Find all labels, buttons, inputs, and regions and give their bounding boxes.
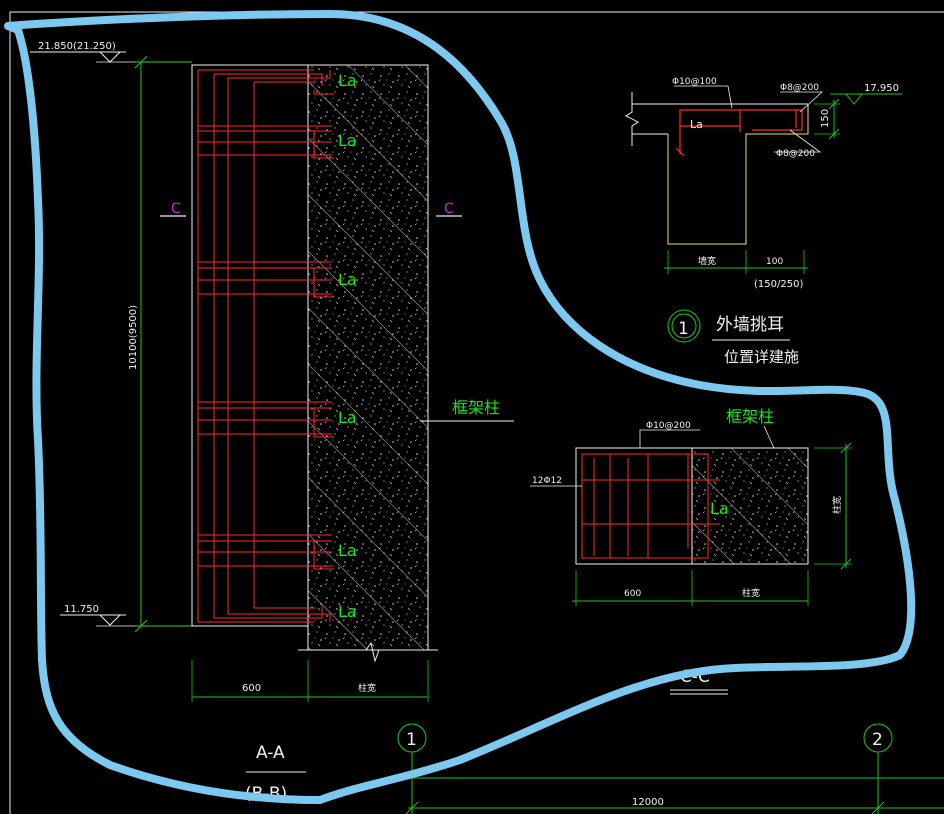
rebar-group xyxy=(197,69,331,623)
axis-2-label: 2 xyxy=(872,730,883,750)
cc-rebar xyxy=(581,453,720,559)
section-title: A-A xyxy=(256,743,285,763)
section-aa: 21.850(21.250) 11.750 10100(9500) C C xyxy=(30,41,514,804)
callout-title: 外墙挑耳 xyxy=(716,315,784,335)
anchor-labels: La La La La La La xyxy=(338,71,357,621)
bottom-elevation-label: 11.750 xyxy=(64,604,99,615)
width-dimension-right: 柱宽 xyxy=(358,682,376,694)
cc-width-dimension: 600 柱宽 xyxy=(572,570,809,606)
rebar-right-bottom-label: Φ8@200 xyxy=(776,149,815,159)
detail-callout: 1 外墙挑耳 位置详建施 xyxy=(667,309,799,366)
drawing-frame xyxy=(9,11,944,814)
cut-mark-left-label: C xyxy=(171,201,181,217)
cc-rebar-top-label: Φ10@200 xyxy=(646,421,691,431)
anchor-label: La xyxy=(338,270,357,289)
span-dimension-label: 12000 xyxy=(632,797,664,808)
cc-height-dimension: 柱宽 xyxy=(814,442,852,570)
cc-column-label: 框架柱 xyxy=(726,407,774,426)
cc-width-right: 柱宽 xyxy=(742,587,760,599)
cut-mark-left: C xyxy=(160,201,186,217)
cut-mark-right-label: C xyxy=(444,201,454,217)
height-dimension: 10100(9500) xyxy=(128,55,192,633)
horizontal-bars xyxy=(198,90,334,570)
elevation-marker-bottom: 11.750 xyxy=(60,604,192,627)
detail-height-label: 150 xyxy=(820,109,831,128)
callout-number: 1 xyxy=(678,319,689,339)
rebar-top-label: Φ10@100 xyxy=(672,77,717,87)
column-leader: 框架柱 xyxy=(420,398,514,422)
detail-elevation-label: 17.950 xyxy=(864,83,899,94)
detail-elevation-marker: 17.950 xyxy=(830,83,902,105)
anchor-label: La xyxy=(338,602,357,621)
axis-1-label: 1 xyxy=(406,730,417,750)
cc-anchor-label: La xyxy=(710,499,729,518)
ledge-anchor-label: La xyxy=(690,118,703,131)
cc-height-label: 柱宽 xyxy=(831,496,843,514)
anchor-label: La xyxy=(338,541,357,560)
detail-width-left: 墙宽 xyxy=(698,255,716,267)
detail-1: La Φ10@100 Φ8@200 Φ8@200 17.950 150 xyxy=(625,77,902,366)
cc-rebar-left-label: 12Φ12 xyxy=(532,476,562,486)
detail-height-dimension: 150 xyxy=(814,98,840,140)
cc-column-hatched xyxy=(691,447,809,565)
width-dimension-left: 600 xyxy=(242,683,261,694)
cut-mark-right: C xyxy=(436,201,462,217)
height-dimension-label: 10100(9500) xyxy=(128,305,139,370)
rebar-right-top-label: Φ8@200 xyxy=(780,83,819,93)
top-elevation-label: 21.850(21.250) xyxy=(38,41,116,52)
highlight-outline xyxy=(4,10,916,804)
detail-width-right: 100 xyxy=(766,257,783,267)
detail-width-note: (150/250) xyxy=(754,279,803,290)
anchor-label: La xyxy=(338,131,357,150)
anchor-label: La xyxy=(338,71,357,90)
ledge-outline xyxy=(667,104,809,245)
detail-1-leaders xyxy=(674,85,824,153)
section-cc: 框架柱 La Φ10@200 12Φ12 xyxy=(530,407,852,695)
detail-width-dimension: 墙宽 100 (150/250) xyxy=(664,250,808,290)
wall-outline xyxy=(191,64,309,627)
callout-subtitle: 位置详建施 xyxy=(724,348,799,366)
column-label: 框架柱 xyxy=(452,398,500,417)
anchor-label: La xyxy=(338,408,357,427)
width-dimension: 600 柱宽 xyxy=(191,660,429,702)
elevation-marker-top: 21.850(21.250) xyxy=(30,41,192,63)
grid-axes: 1 2 12000 xyxy=(397,723,944,814)
column-section xyxy=(298,64,438,663)
cc-width-left: 600 xyxy=(624,589,641,599)
